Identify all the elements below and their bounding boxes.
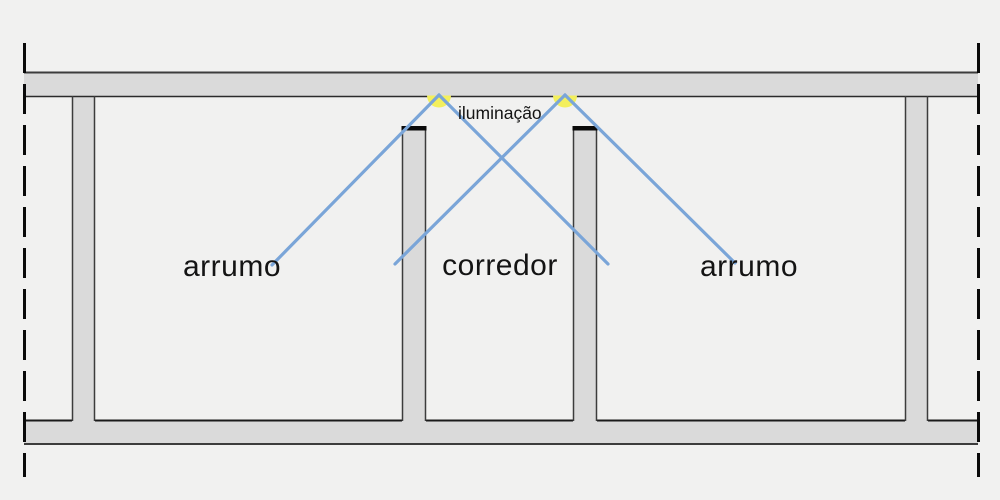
room-label-arrumo-left: arrumo xyxy=(182,250,282,283)
illumination-leader-lines xyxy=(270,93,737,267)
annotation-iluminacao: iluminação xyxy=(458,103,542,123)
bottom-wall xyxy=(24,421,978,443)
corridor-wall-right xyxy=(573,126,597,443)
leader-line xyxy=(437,93,610,266)
top-wall xyxy=(24,73,978,96)
leader-line xyxy=(270,93,441,267)
light-fixture-dot-icon xyxy=(427,95,451,108)
room-label-arrumo-right: arrumo xyxy=(699,250,799,283)
corridor-wall-left-cap xyxy=(401,126,427,131)
partition-wall-left xyxy=(72,73,95,443)
corridor-wall-left xyxy=(402,126,426,443)
corridor-wall-right-cap xyxy=(572,126,598,131)
room-label-corredor: corredor xyxy=(442,249,558,282)
partition-wall-right xyxy=(905,73,928,443)
light-fixture-dot-icon xyxy=(553,95,577,108)
leader-line xyxy=(563,93,737,265)
wall-side-edges xyxy=(71,96,929,421)
leader-line xyxy=(393,93,567,266)
